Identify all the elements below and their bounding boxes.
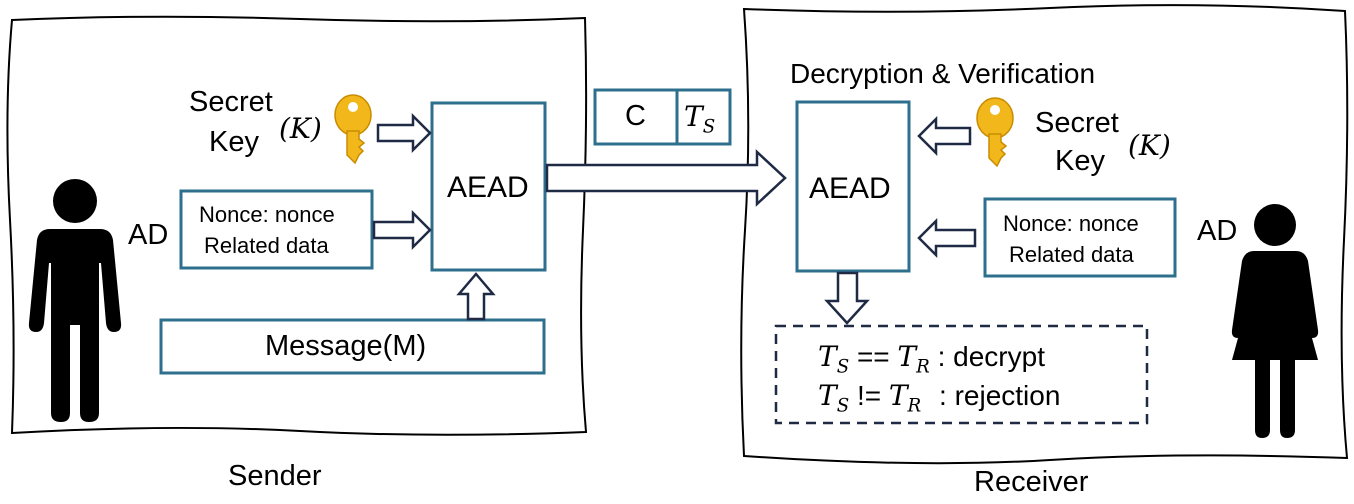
sender-caption: Sender	[228, 460, 322, 492]
receiver-ad-label: AD	[1197, 215, 1238, 247]
message-box	[159, 318, 546, 375]
receiver-aead-box	[795, 100, 911, 273]
receiver-secret-label-line1: Secret	[1035, 107, 1119, 139]
sender-secret-label-line1: Secret	[189, 86, 273, 118]
key-icon	[334, 94, 372, 165]
arrow-rnonce-to-aead	[917, 217, 977, 259]
arrow-rkey-to-aead	[917, 115, 972, 157]
sender-aead-box	[430, 101, 547, 272]
arrow-key-to-aead	[376, 112, 432, 154]
receiver-aead-label: AEAD	[809, 172, 891, 205]
check-match-line: TS == TR : decrypt	[818, 340, 1045, 378]
receiver-nonce-line2: Related data	[1009, 242, 1134, 267]
female-person-icon	[1231, 204, 1319, 438]
sender-ad-label: AD	[128, 219, 169, 251]
message-label: Message(M)	[265, 330, 427, 362]
arrow-nonce-to-aead	[372, 209, 432, 251]
receiver-nonce-box	[983, 197, 1177, 278]
arrow-transmit	[545, 149, 787, 207]
sender-nonce-line1: Nonce: nonce	[199, 202, 335, 227]
sender-nonce-box	[179, 189, 374, 270]
receiver-key-symbol: (K)	[1128, 129, 1171, 162]
verification-box	[774, 324, 1149, 425]
arrow-aead-to-check	[824, 271, 870, 325]
male-person-icon	[28, 179, 122, 422]
key-icon	[976, 97, 1014, 168]
packet-box	[593, 88, 732, 146]
sender-panel	[6, 15, 588, 436]
sender-key-symbol: (K)	[279, 112, 322, 145]
receiver-nonce-line1: Nonce: nonce	[1003, 211, 1139, 236]
packet-tag-label: TS	[684, 100, 716, 138]
arrow-message-to-aead	[456, 272, 496, 321]
receiver-secret-label-line2: Key	[1055, 145, 1105, 177]
packet-cipher-label: C	[625, 100, 646, 132]
sender-aead-label: AEAD	[447, 171, 529, 204]
sender-secret-label-line2: Key	[209, 126, 259, 158]
receiver-panel	[740, 4, 1349, 465]
receiver-title: Decryption & Verification	[790, 58, 1096, 89]
sender-nonce-line2: Related data	[204, 233, 329, 258]
receiver-caption: Receiver	[974, 466, 1089, 498]
check-mismatch-line: TS != TR : rejection	[818, 379, 1061, 417]
